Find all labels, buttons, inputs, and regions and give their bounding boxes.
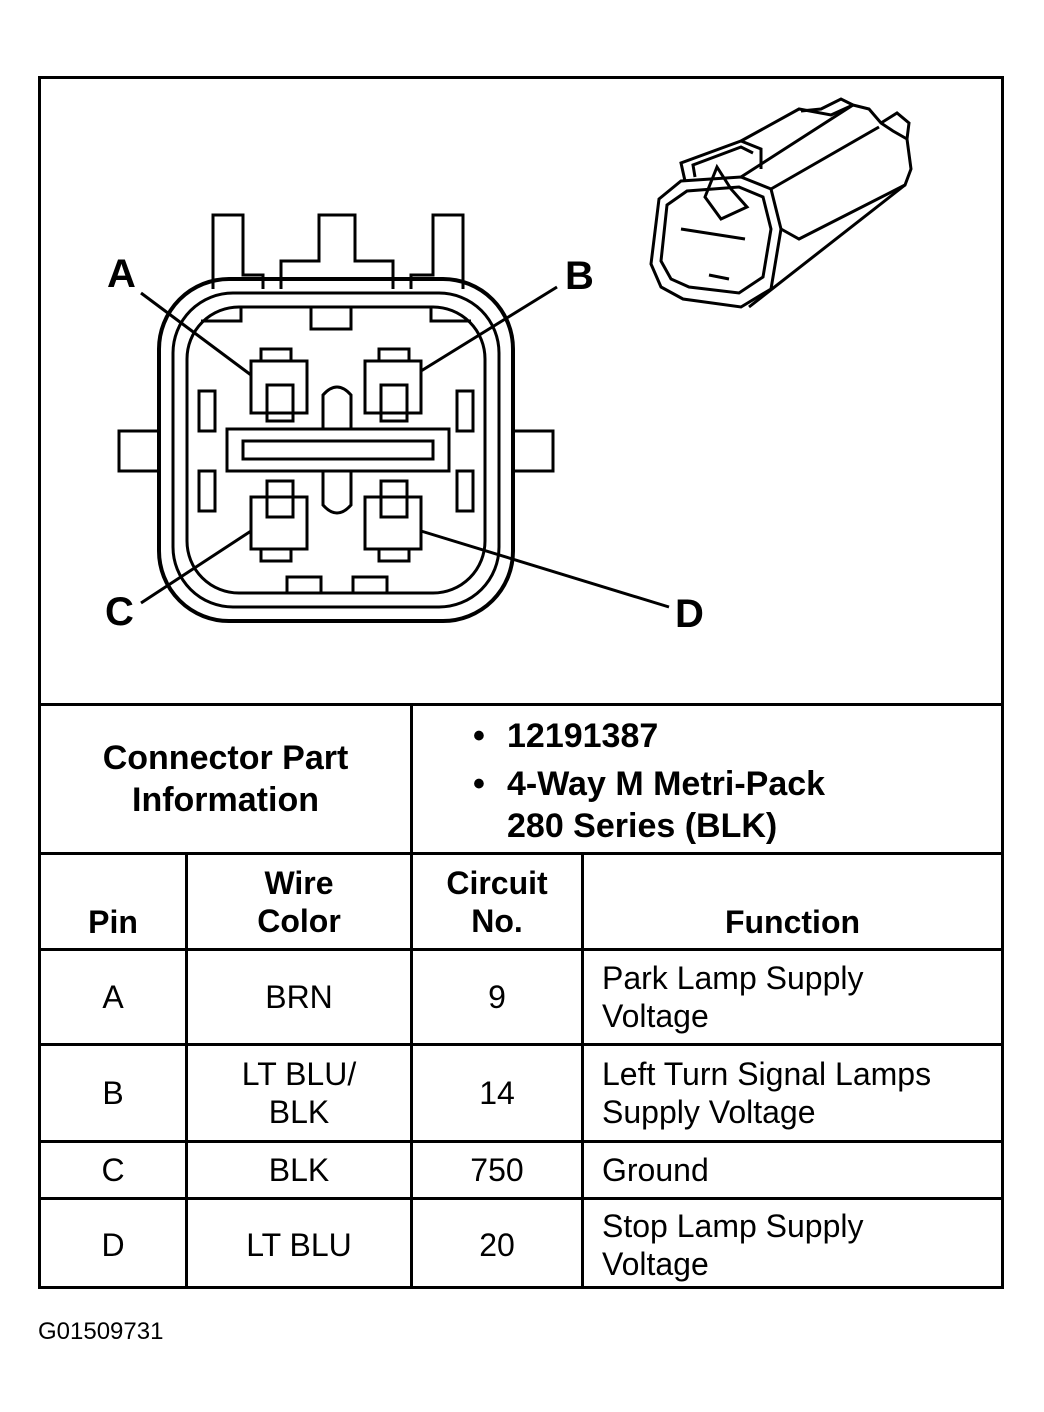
- connector-perspective-drawing: [649, 97, 913, 309]
- cavity-a: [249, 347, 309, 423]
- leader-line-a: [140, 291, 252, 377]
- connector-info-label-line2: Information: [132, 781, 319, 819]
- row-c-function: Ground: [602, 1152, 709, 1188]
- row-b-function: Left Turn Signal Lamps Supply Voltage: [602, 1056, 932, 1130]
- center-key-bar: [225, 427, 451, 473]
- row-b-circuit: 14: [479, 1075, 515, 1111]
- divider-top: [41, 703, 1001, 706]
- pin-label-d: D: [675, 592, 704, 636]
- connector-housing-outer: [157, 277, 515, 623]
- divider-header: [41, 948, 1001, 951]
- row-d-wire: LT BLU: [246, 1226, 352, 1263]
- header-wire-color: Wire Color: [257, 864, 341, 939]
- divider-info-vertical: [410, 703, 413, 852]
- part-number: 12191387: [507, 717, 659, 755]
- pin-label-a: A: [107, 252, 136, 296]
- leader-line-b: [420, 285, 558, 373]
- divider-col-pin: [185, 852, 188, 1289]
- divider-row-c: [41, 1197, 1001, 1200]
- side-tab-left: [117, 429, 159, 473]
- cavity-d: [363, 479, 423, 563]
- row-b-pin: B: [102, 1075, 124, 1111]
- bullet-dot: •: [473, 717, 485, 755]
- connector-housing-inner: [185, 305, 487, 595]
- row-a-pin: A: [102, 979, 124, 1015]
- bullet-dot: •: [473, 765, 485, 803]
- diagram-frame: A B C D Connector Part In: [38, 76, 1004, 1289]
- side-tab-right: [513, 429, 555, 473]
- connector-info-bullets: • 12191387 • 4-Way M Metri-Pack 280 Seri…: [473, 715, 825, 847]
- row-c-wire: BLK: [268, 1152, 330, 1188]
- row-b-wire: LT BLU/ BLK: [241, 1056, 357, 1130]
- header-circuit-no: Circuit No.: [446, 864, 548, 939]
- divider-info: [41, 852, 1001, 855]
- row-d-pin: D: [101, 1226, 125, 1263]
- leader-line-c: [140, 529, 252, 605]
- pin-label-b: B: [565, 254, 594, 298]
- row-c-circuit: 750: [470, 1152, 524, 1188]
- cavity-b: [363, 347, 423, 423]
- connector-diagram: A B C D: [105, 97, 913, 636]
- figure-id: G01509731: [38, 1318, 164, 1345]
- connector-info-label: Connector Part Information: [41, 706, 410, 852]
- row-c-pin: C: [101, 1152, 125, 1188]
- divider-row-b: [41, 1140, 1001, 1143]
- row-d-circuit: 20: [479, 1226, 515, 1263]
- bullet-item: • 12191387: [473, 715, 825, 757]
- row-a-wire: BRN: [265, 979, 333, 1015]
- connector-info-label-line1: Connector Part: [102, 739, 349, 777]
- row-d-function: Stop Lamp Supply Voltage: [602, 1207, 864, 1282]
- connector-housing-mid: [171, 291, 501, 609]
- header-function: Function: [724, 904, 861, 940]
- connector-type: 4-Way M Metri-Pack 280 Series (BLK): [507, 765, 826, 845]
- top-tab-center: [279, 213, 395, 289]
- divider-row-a: [41, 1043, 1001, 1046]
- row-a-function: Park Lamp Supply Voltage: [602, 960, 864, 1034]
- header-pin: Pin: [88, 904, 138, 940]
- row-a-circuit: 9: [488, 979, 506, 1015]
- pin-label-c: C: [105, 590, 134, 634]
- divider-col-circuit: [581, 852, 584, 1289]
- leader-line-d: [420, 529, 670, 609]
- bullet-item: • 4-Way M Metri-Pack 280 Series (BLK): [473, 763, 825, 847]
- divider-col-wire: [410, 852, 413, 1289]
- cavity-c: [249, 479, 309, 563]
